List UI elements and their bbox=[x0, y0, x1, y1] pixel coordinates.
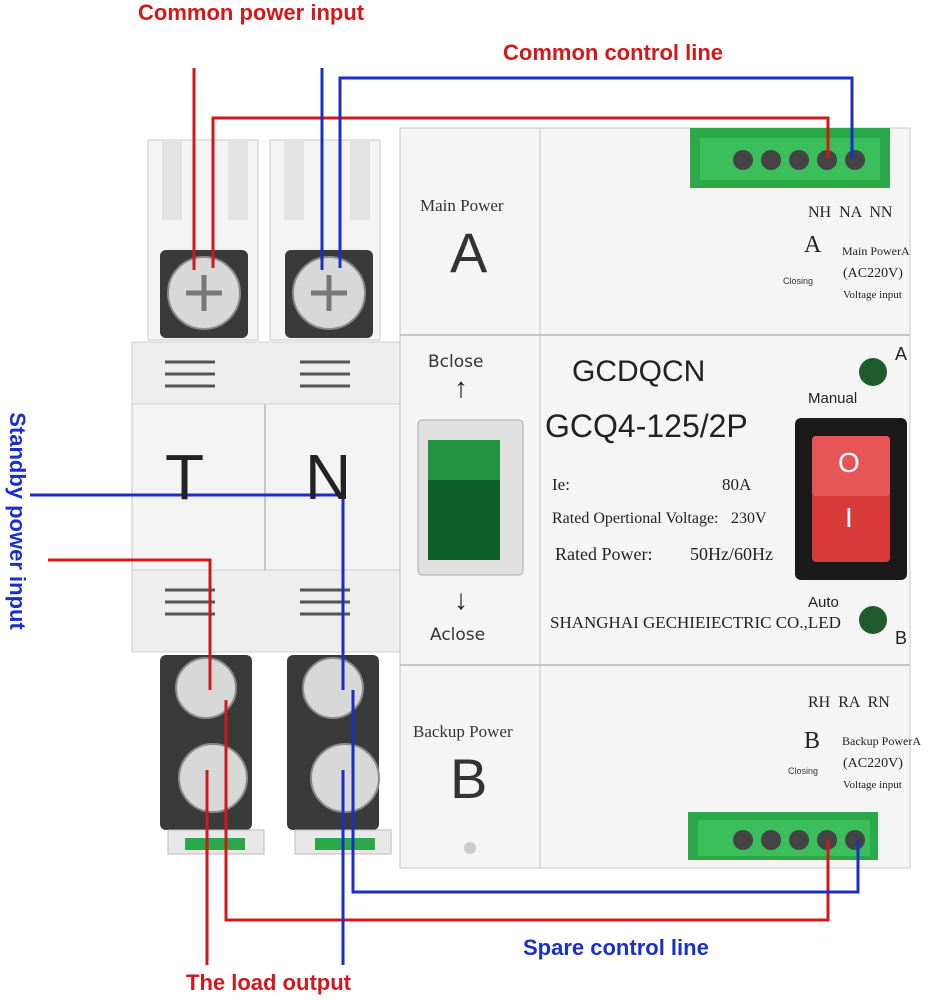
breaker-module bbox=[131, 139, 401, 855]
aclose-label: Aclose bbox=[430, 625, 486, 645]
switch-module bbox=[399, 127, 541, 869]
main-power-label: Main Power bbox=[420, 196, 504, 215]
bottom-terminal-line1: Backup PowerA bbox=[842, 734, 921, 748]
label-spare-control-line: Spare control line bbox=[523, 935, 709, 960]
manufacturer-name: SHANGHAI GECHIEIECTRIC CO.,LED bbox=[550, 613, 841, 632]
screw-icon bbox=[302, 657, 364, 719]
arrow-up-icon: ↑ bbox=[454, 372, 468, 403]
power-label: Rated Power: bbox=[555, 544, 653, 564]
ie-value: 80A bbox=[722, 475, 752, 494]
brand-name: GCDQCN bbox=[572, 355, 706, 388]
main-power-letter: A bbox=[450, 221, 488, 284]
arrow-down-icon: ↓ bbox=[454, 584, 468, 615]
pole-label-t: T bbox=[165, 441, 205, 513]
bottom-terminal-line3: Voltage input bbox=[843, 779, 902, 791]
wiring bbox=[30, 68, 860, 965]
rocker-on-mark: O bbox=[838, 447, 860, 478]
top-terminal-line3: Voltage input bbox=[843, 289, 902, 301]
bottom-terminal-letter: B bbox=[804, 728, 821, 754]
ie-label: Ie: bbox=[552, 475, 570, 494]
backup-power-letter: B bbox=[450, 747, 488, 810]
screw-icon bbox=[310, 743, 380, 813]
led-b-indicator bbox=[859, 606, 887, 634]
screw-icon bbox=[175, 657, 237, 719]
backup-power-label: Backup Power bbox=[413, 722, 513, 741]
label-load-output: The load output bbox=[186, 970, 351, 995]
top-terminal-letter: A bbox=[804, 232, 822, 258]
led-a-indicator bbox=[859, 358, 887, 386]
bottom-terminal-closing: Closing bbox=[788, 766, 819, 776]
bottom-terminal-line2: (AC220V) bbox=[843, 756, 903, 771]
power-value: 50Hz/60Hz bbox=[690, 544, 773, 564]
control-module bbox=[539, 127, 911, 869]
led-b-label: B bbox=[895, 628, 908, 648]
manual-label: Manual bbox=[808, 390, 858, 407]
top-terminal-closing: Closing bbox=[783, 276, 814, 286]
voltage-value: 230V bbox=[731, 510, 767, 527]
label-standby-power-input: Standby power input bbox=[5, 412, 30, 630]
label-common-power-input: Common power input bbox=[138, 0, 365, 25]
screw-icon bbox=[178, 743, 248, 813]
model-number: GCQ4-125/2P bbox=[545, 408, 748, 444]
pole-label-n: N bbox=[305, 441, 352, 513]
auto-label: Auto bbox=[808, 594, 839, 611]
top-terminal-pins: NH NA NN bbox=[808, 204, 893, 221]
bclose-label: Bclose bbox=[428, 352, 484, 372]
bottom-terminal-pins: RH RA RN bbox=[808, 694, 890, 711]
led-a-label: A bbox=[895, 344, 908, 364]
top-terminal-line2: (AC220V) bbox=[843, 266, 903, 281]
rocker-off-mark: I bbox=[845, 502, 853, 533]
top-terminal-line1: Main PowerA bbox=[842, 244, 910, 258]
label-common-control-line: Common control line bbox=[503, 40, 723, 65]
voltage-label: Rated Opertional Voltage: bbox=[552, 510, 719, 527]
